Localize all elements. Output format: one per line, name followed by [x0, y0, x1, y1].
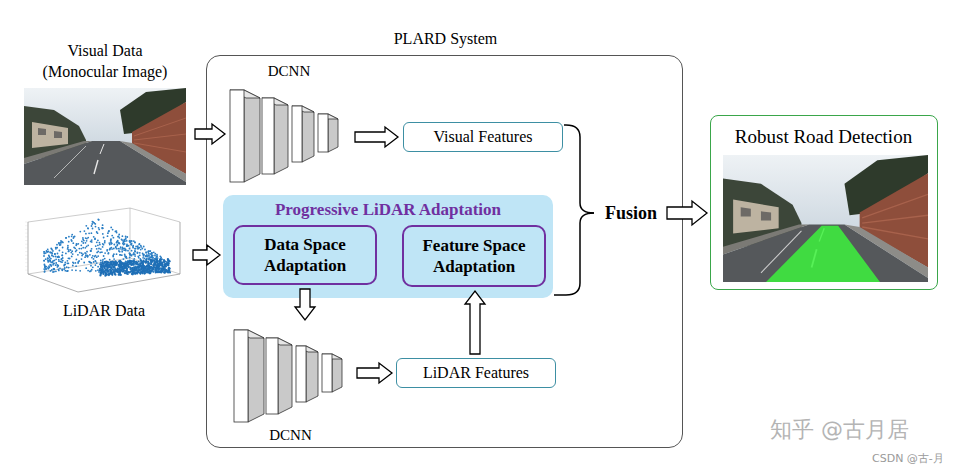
- cnn-layers: [228, 84, 350, 184]
- input-caption: LiDAR Data: [18, 301, 190, 321]
- watermark: 知乎 @古月居: [770, 416, 909, 444]
- adaptation-band: Progressive LiDAR AdaptationData Space A…: [223, 195, 553, 298]
- cnn-layers: [228, 84, 350, 184]
- node-label: Fusion: [605, 202, 657, 224]
- system-container: PLARD SystemDCNNVisual FeaturesProgressi…: [206, 55, 683, 448]
- node-label: Data Space Adaptation: [243, 234, 367, 276]
- watermark: CSDN @古-月: [872, 452, 944, 466]
- merge-brace: [564, 125, 594, 213]
- cnn-label: DCNN: [228, 62, 350, 81]
- cnn-block: DCNN: [228, 324, 353, 448]
- node-label: Visual Features: [433, 127, 532, 147]
- process-box: Feature Space Adaptation: [402, 225, 546, 287]
- block-arrow: [465, 291, 485, 354]
- container-title: PLARD System: [207, 29, 684, 49]
- block-arrow: [295, 289, 315, 320]
- fusion-node: Fusion: [598, 200, 664, 226]
- cnn-block: DCNN: [228, 62, 350, 186]
- cnn-layers: [228, 324, 350, 424]
- output-title: Robust Road Detection: [711, 125, 936, 148]
- block-arrow: [195, 124, 225, 144]
- block-arrow: [357, 363, 392, 383]
- point-cloud-plot: [20, 202, 188, 294]
- process-box: Data Space Adaptation: [233, 225, 377, 285]
- block-arrow: [193, 245, 220, 265]
- cnn-label: DCNN: [228, 426, 353, 445]
- visual-input: Visual Data (Monocular Image): [18, 40, 192, 188]
- road-result-photo: [723, 155, 928, 282]
- lidar-input: LiDAR Data: [18, 200, 190, 325]
- point-cloud-plot: [20, 202, 188, 294]
- band-title: Progressive LiDAR Adaptation: [223, 199, 553, 220]
- cnn-layers: [228, 324, 350, 424]
- street-photo: [24, 88, 186, 185]
- input-caption: Visual Data (Monocular Image): [35, 40, 175, 82]
- output-box: Robust Road Detection: [710, 115, 938, 290]
- feature-box: Visual Features: [403, 122, 563, 152]
- feature-box: LiDAR Features: [396, 358, 556, 388]
- road-result-photo: [723, 155, 928, 282]
- merge-brace: [554, 213, 594, 295]
- street-photo: [24, 88, 186, 185]
- block-arrow: [667, 201, 707, 225]
- node-label: LiDAR Features: [423, 363, 529, 383]
- block-arrow: [355, 127, 398, 147]
- node-label: Feature Space Adaptation: [409, 235, 539, 277]
